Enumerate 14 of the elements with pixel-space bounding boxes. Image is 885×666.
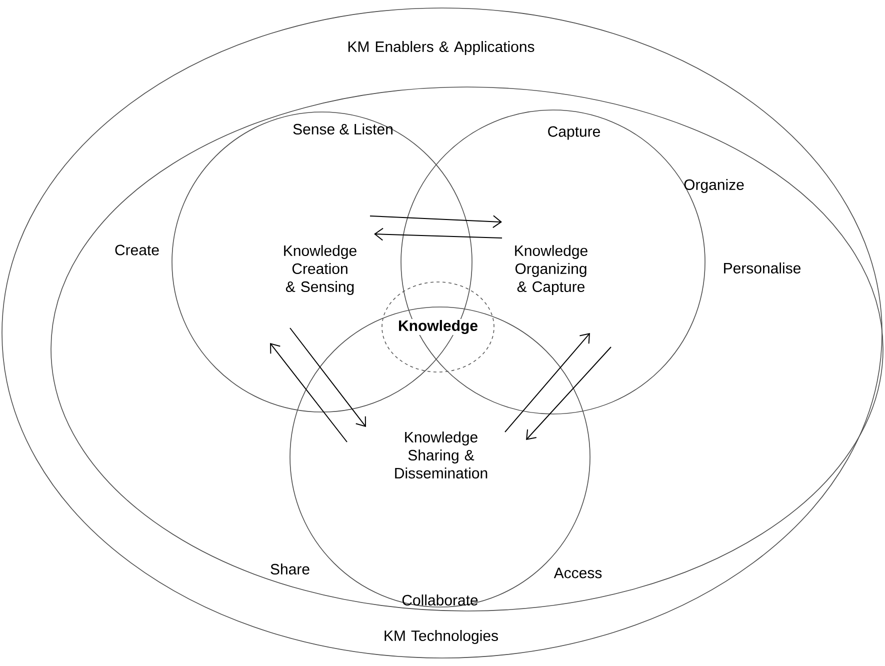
arrow [370,215,502,228]
arrow [374,228,502,241]
arrow [270,343,348,442]
region-label: Collaborate [402,594,478,606]
arrow [504,333,590,432]
arrow [290,328,366,427]
ellipse-outline [50,86,884,612]
region-label: Sense & Listen [293,124,392,134]
region-label: Personalise [724,262,801,274]
region-label: Organize [684,179,744,193]
region-label: Access [554,568,602,578]
region-label: Share [270,564,310,574]
region-label: Capture [548,126,600,140]
arrow [526,346,612,440]
